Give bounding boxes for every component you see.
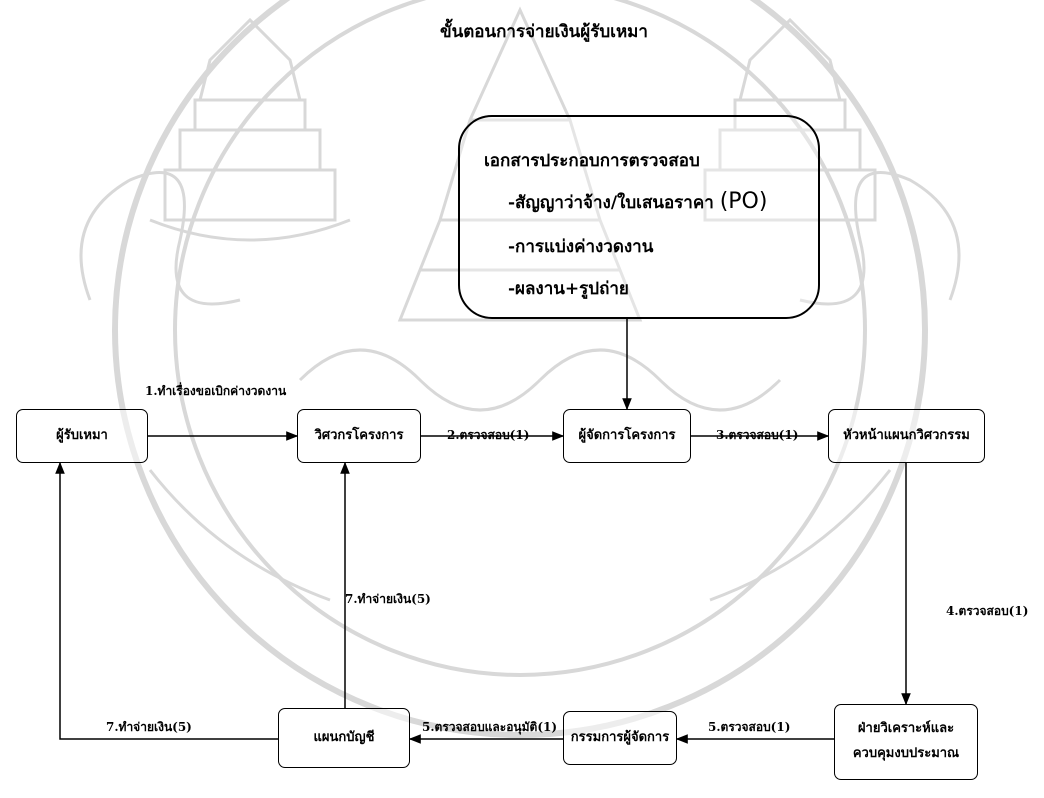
edge-label-check-approve: 5.ตรวจสอบและอนุมัติ(1) — [422, 720, 558, 734]
documents-heading: เอกสารประกอบการตรวจสอบ — [484, 151, 700, 171]
node-managing-director: กรรมการผู้จัดการ — [563, 711, 677, 765]
node-budget-department: ฝ่ายวิเคราะห์และ ควบคุมงบประมาณ — [834, 704, 978, 780]
documents-box: เอกสารประกอบการตรวจสอบ -สัญญาว่าจ้าง/ใบเ… — [458, 115, 820, 319]
document-item-installments: -การแบ่งค่างวดงาน — [508, 237, 654, 257]
edge-label-request-payment: 1.ทำเรื่องขอเบิกค่างวดงาน — [145, 384, 287, 398]
node-contractor: ผู้รับเหมา — [16, 409, 148, 463]
edge-label-payment-engineer: 7.ทำจ่ายเงิน(5) — [345, 592, 431, 606]
edge-label-check-engineer: 2.ตรวจสอบ(1) — [447, 428, 530, 442]
node-project-manager: ผู้จัดการโครงการ — [563, 409, 691, 463]
edge-label-payment-contractor: 7.ทำจ่ายเงิน(5) — [106, 720, 192, 734]
document-item-contract: -สัญญาว่าจ้าง/ใบเสนอราคา (PO) — [508, 189, 768, 214]
node-head-engineering: หัวหน้าแผนกวิศวกรรม — [828, 409, 985, 463]
edge-label-check-budget: 5.ตรวจสอบ(1) — [708, 720, 791, 734]
arrow-accounting-to-contractor — [55, 461, 278, 740]
edge-label-check-head: 4.ตรวจสอบ(1) — [946, 604, 1029, 618]
document-item-results-photos: -ผลงาน+รูปถ่าย — [508, 279, 629, 299]
node-accounting: แผนกบัญชี — [278, 708, 410, 768]
edge-label-check-manager: 3.ตรวจสอบ(1) — [716, 428, 799, 442]
diagram-title: ขั้นตอนการจ่ายเงินผู้รับเหมา — [440, 22, 648, 42]
node-project-engineer: วิศวกรโครงการ — [297, 409, 421, 463]
